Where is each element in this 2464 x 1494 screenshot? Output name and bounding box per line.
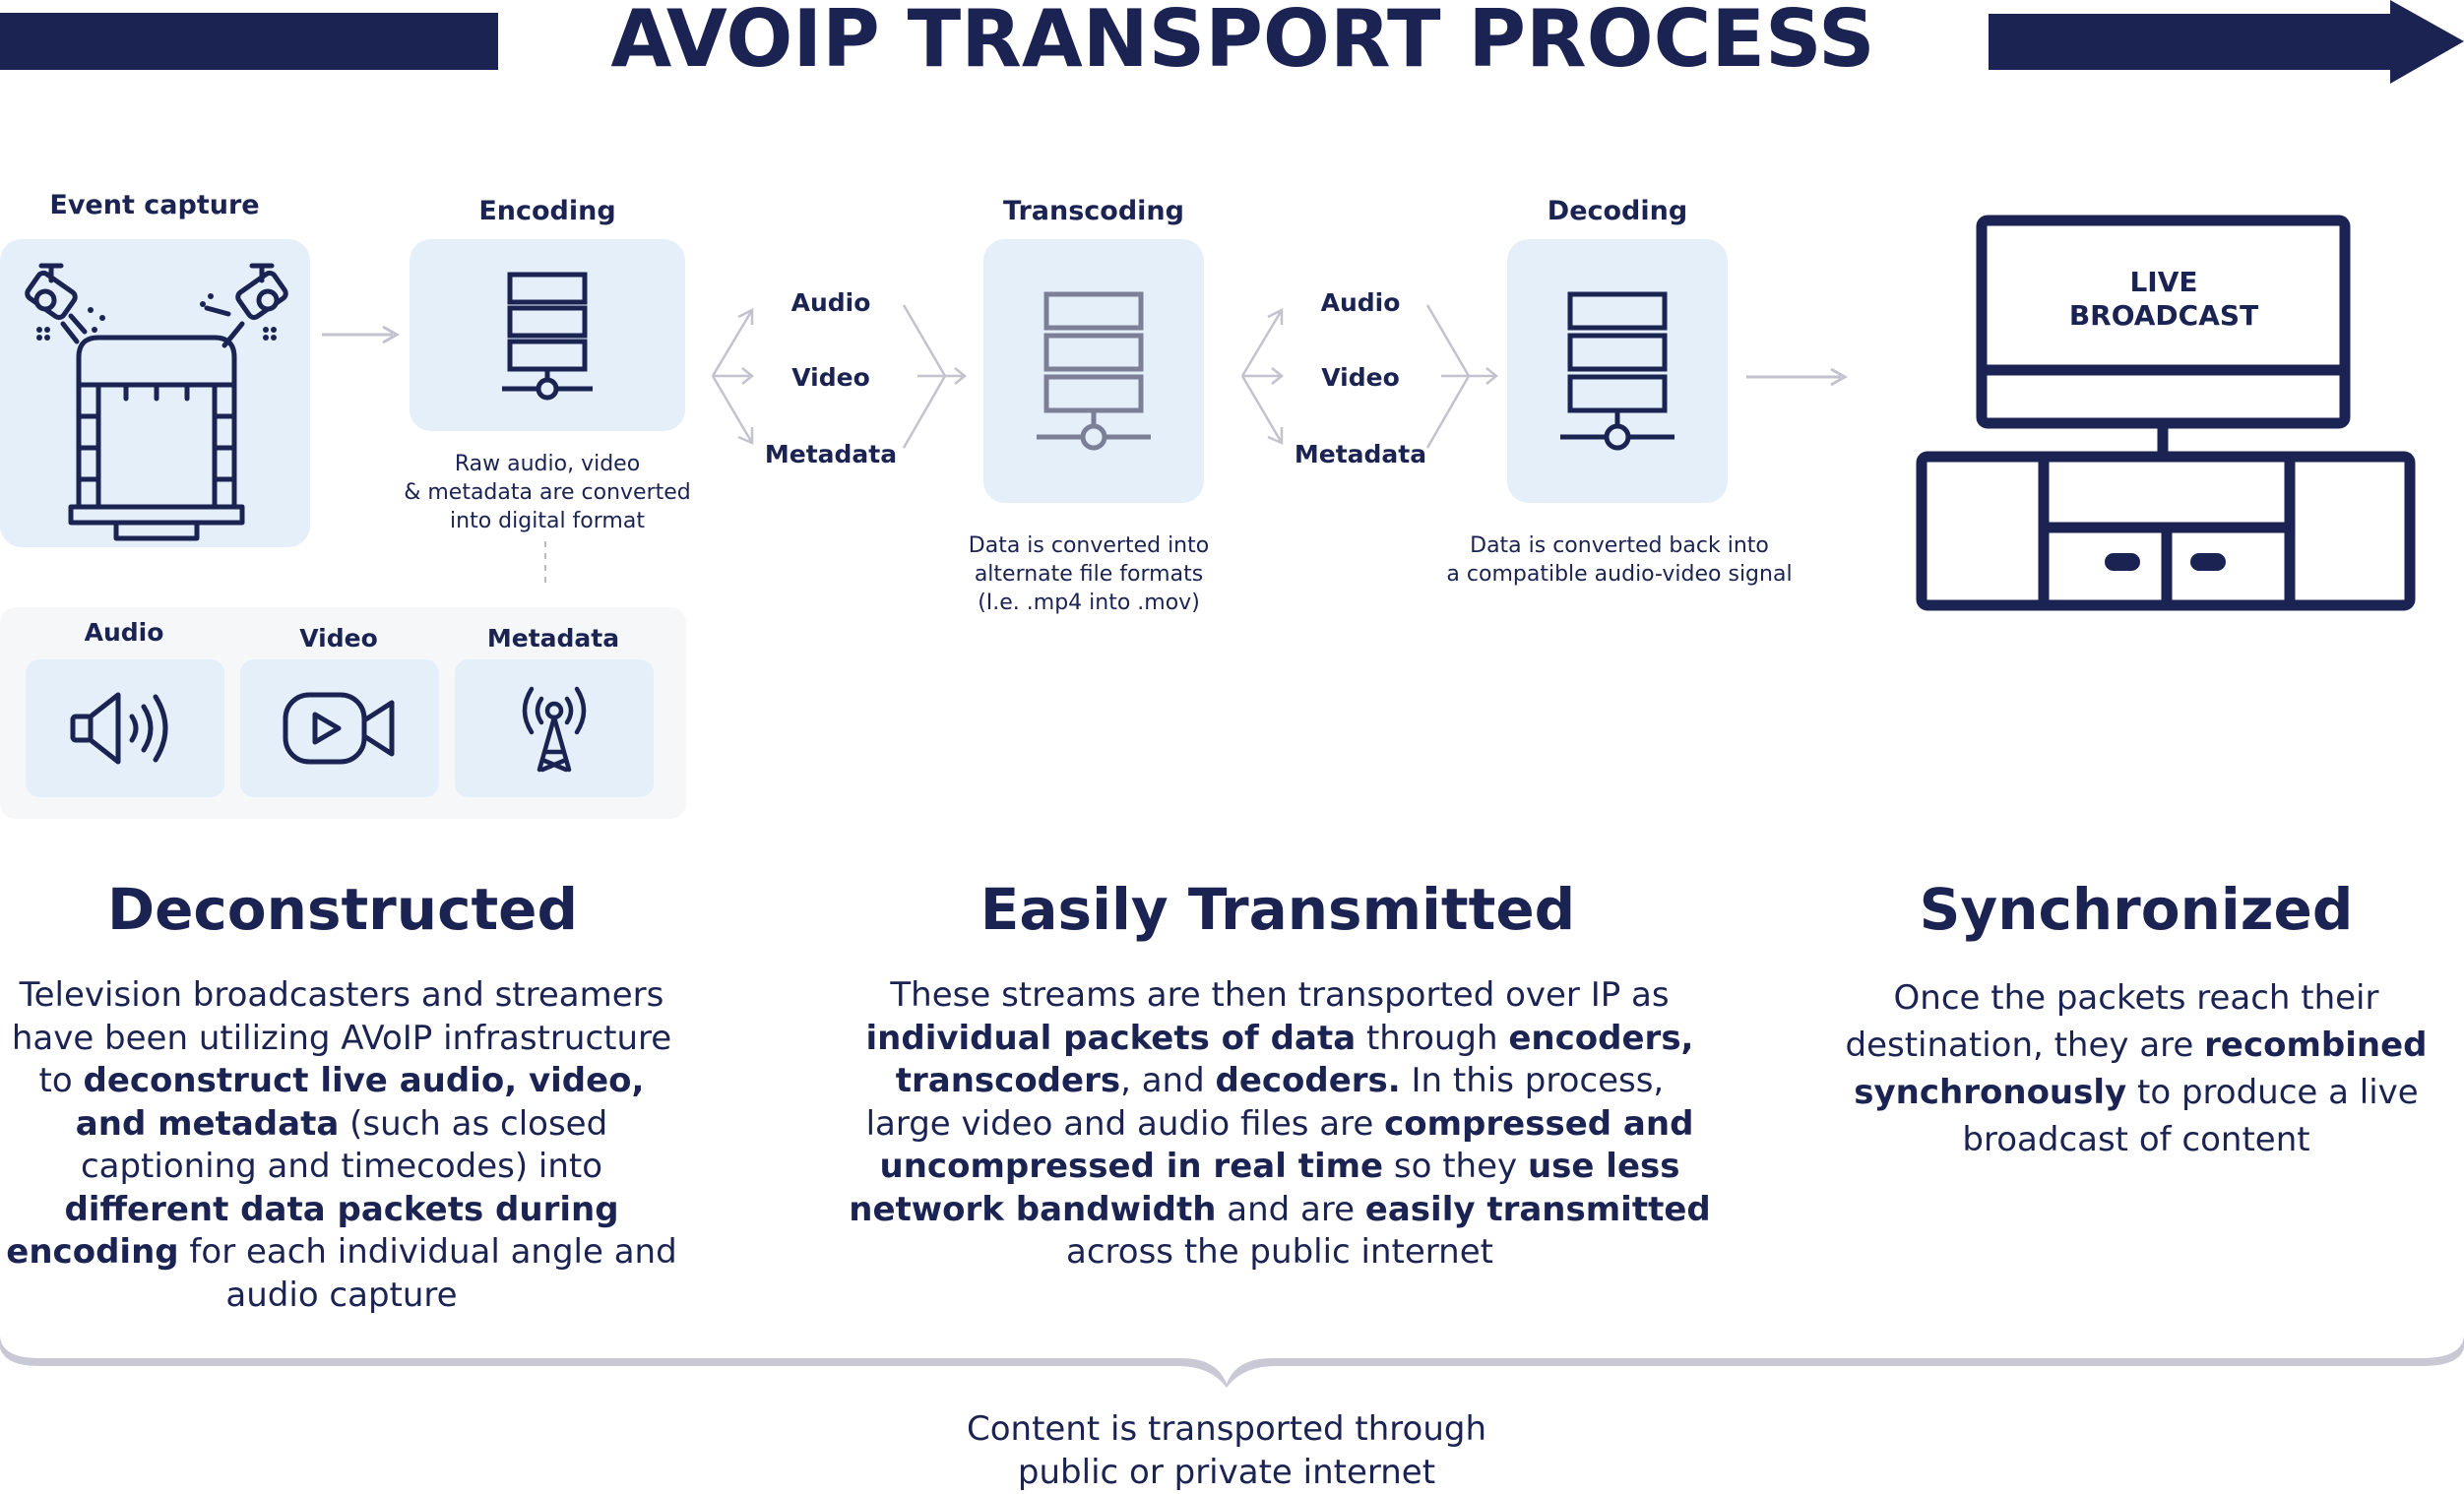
stage-label-transcoding: Transcoding [1003,196,1184,226]
body-text: through [1356,1018,1509,1058]
dashed-connector [544,541,546,589]
header-arrow-right-icon [1989,0,2464,84]
stage-label-encoding: Encoding [478,196,616,226]
page-title: AVOIP TRANSPORT PROCESS [610,0,1875,85]
arrow-decoding-to-live [1746,367,1849,387]
section-title-deconstructed: Deconstructed [106,876,579,943]
encoding-caption-line: & metadata are converted [404,480,691,505]
media-card-metadata [455,659,654,797]
transcoding-caption-line: (I.e. .mp4 into .mov) [978,591,1200,615]
header-bar-left [0,13,498,70]
stage-label-event-capture: Event capture [49,190,260,220]
event-capture-card [0,239,310,547]
body-text: for each individual angle and audio capt… [178,1232,677,1315]
decoding-card [1507,239,1728,503]
server-icon [502,272,593,401]
body-emphasis: individual packets of data [865,1018,1357,1058]
media-card-video [240,659,439,797]
footer-caption: Content is transported through public or… [931,1407,1522,1494]
tv-icon [1916,215,2416,611]
stream-video: Video [1321,363,1400,392]
body-text: These streams are then transported over … [890,975,1670,1015]
antenna-icon [522,686,587,773]
section-title-transmitted: Easily Transmitted [979,876,1576,943]
brace-divider [0,1337,2464,1388]
arrow-capture-to-encoding [322,325,401,344]
media-label-metadata: Metadata [486,624,620,653]
speaker-icon [70,692,168,765]
body-text: so they [1383,1147,1528,1186]
stream-split-arrows [1240,304,1499,449]
stream-audio: Audio [790,288,871,317]
server-icon [1560,291,1674,451]
transcoding-caption-line: Data is converted into [968,533,1210,558]
media-label-audio: Audio [84,618,164,647]
stream-audio: Audio [1320,288,1401,317]
transcoding-caption: Data is converted into alternate file fo… [921,531,1256,617]
encoding-caption-line: Raw audio, video [454,452,641,476]
body-emphasis: decoders. [1215,1061,1401,1100]
encoding-caption: Raw audio, video & metadata are converte… [380,450,715,535]
body-text: (such as closed captioning and timecodes… [80,1103,608,1187]
section-title-synchronized: Synchronized [1919,876,2354,943]
body-text: to produce a live broadcast of content [1962,1073,2419,1159]
body-text: , and [1120,1061,1216,1100]
decoding-caption-line: Data is converted back into [1470,533,1769,558]
video-camera-icon [283,692,395,765]
body-emphasis: easily transmitted [1364,1189,1711,1229]
live-broadcast-label: LIVE BROADCAST [1982,266,2346,333]
footer-line: public or private internet [1017,1453,1436,1492]
encoding-caption-line: into digital format [450,509,645,533]
body-text: Once the packets reach their destination… [1845,978,2379,1065]
footer-line: Content is transported through [967,1409,1486,1449]
media-card-audio [26,659,224,797]
body-text: In this process, large video and audio f… [865,1061,1665,1144]
transcoding-card [983,239,1204,503]
encoding-card [410,239,685,431]
body-emphasis: recombined synchronously [1854,1026,2428,1112]
body-text: Television broadcasters and streamers ha… [11,975,672,1100]
stream-metadata: Metadata [764,440,898,468]
decoding-caption: Data is converted back into a compatible… [1418,531,1821,589]
section-body-deconstructed: Television broadcasters and streamers ha… [4,974,679,1317]
live-label-line: BROADCAST [2068,299,2259,332]
transcoding-caption-line: alternate file formats [974,562,1204,587]
body-emphasis: compressed and uncompressed in real time [879,1103,1694,1187]
server-icon [1037,291,1151,451]
section-body-synchronized: Once the packets reach their destination… [1792,974,2464,1163]
section-body-transmitted: These streams are then transported over … [849,974,1711,1275]
body-text: and are [1216,1189,1365,1229]
stage-label-decoding: Decoding [1547,196,1688,226]
body-emphasis: use less network bandwidth [849,1147,1680,1229]
body-emphasis: deconstruct live audio, video, and metad… [75,1061,645,1144]
decoding-caption-line: a compatible audio-video signal [1446,562,1793,587]
live-label-line: LIVE [2129,266,2198,298]
stream-metadata: Metadata [1294,440,1427,468]
body-emphasis: encoders, transcoders [895,1018,1694,1101]
stream-split-arrows [711,304,968,449]
stream-video: Video [791,363,870,392]
body-emphasis: different data packets during encoding [6,1189,619,1273]
stage-spotlights-icon [25,263,288,541]
body-text: across the public internet [1066,1232,1493,1272]
media-label-video: Video [299,624,378,653]
